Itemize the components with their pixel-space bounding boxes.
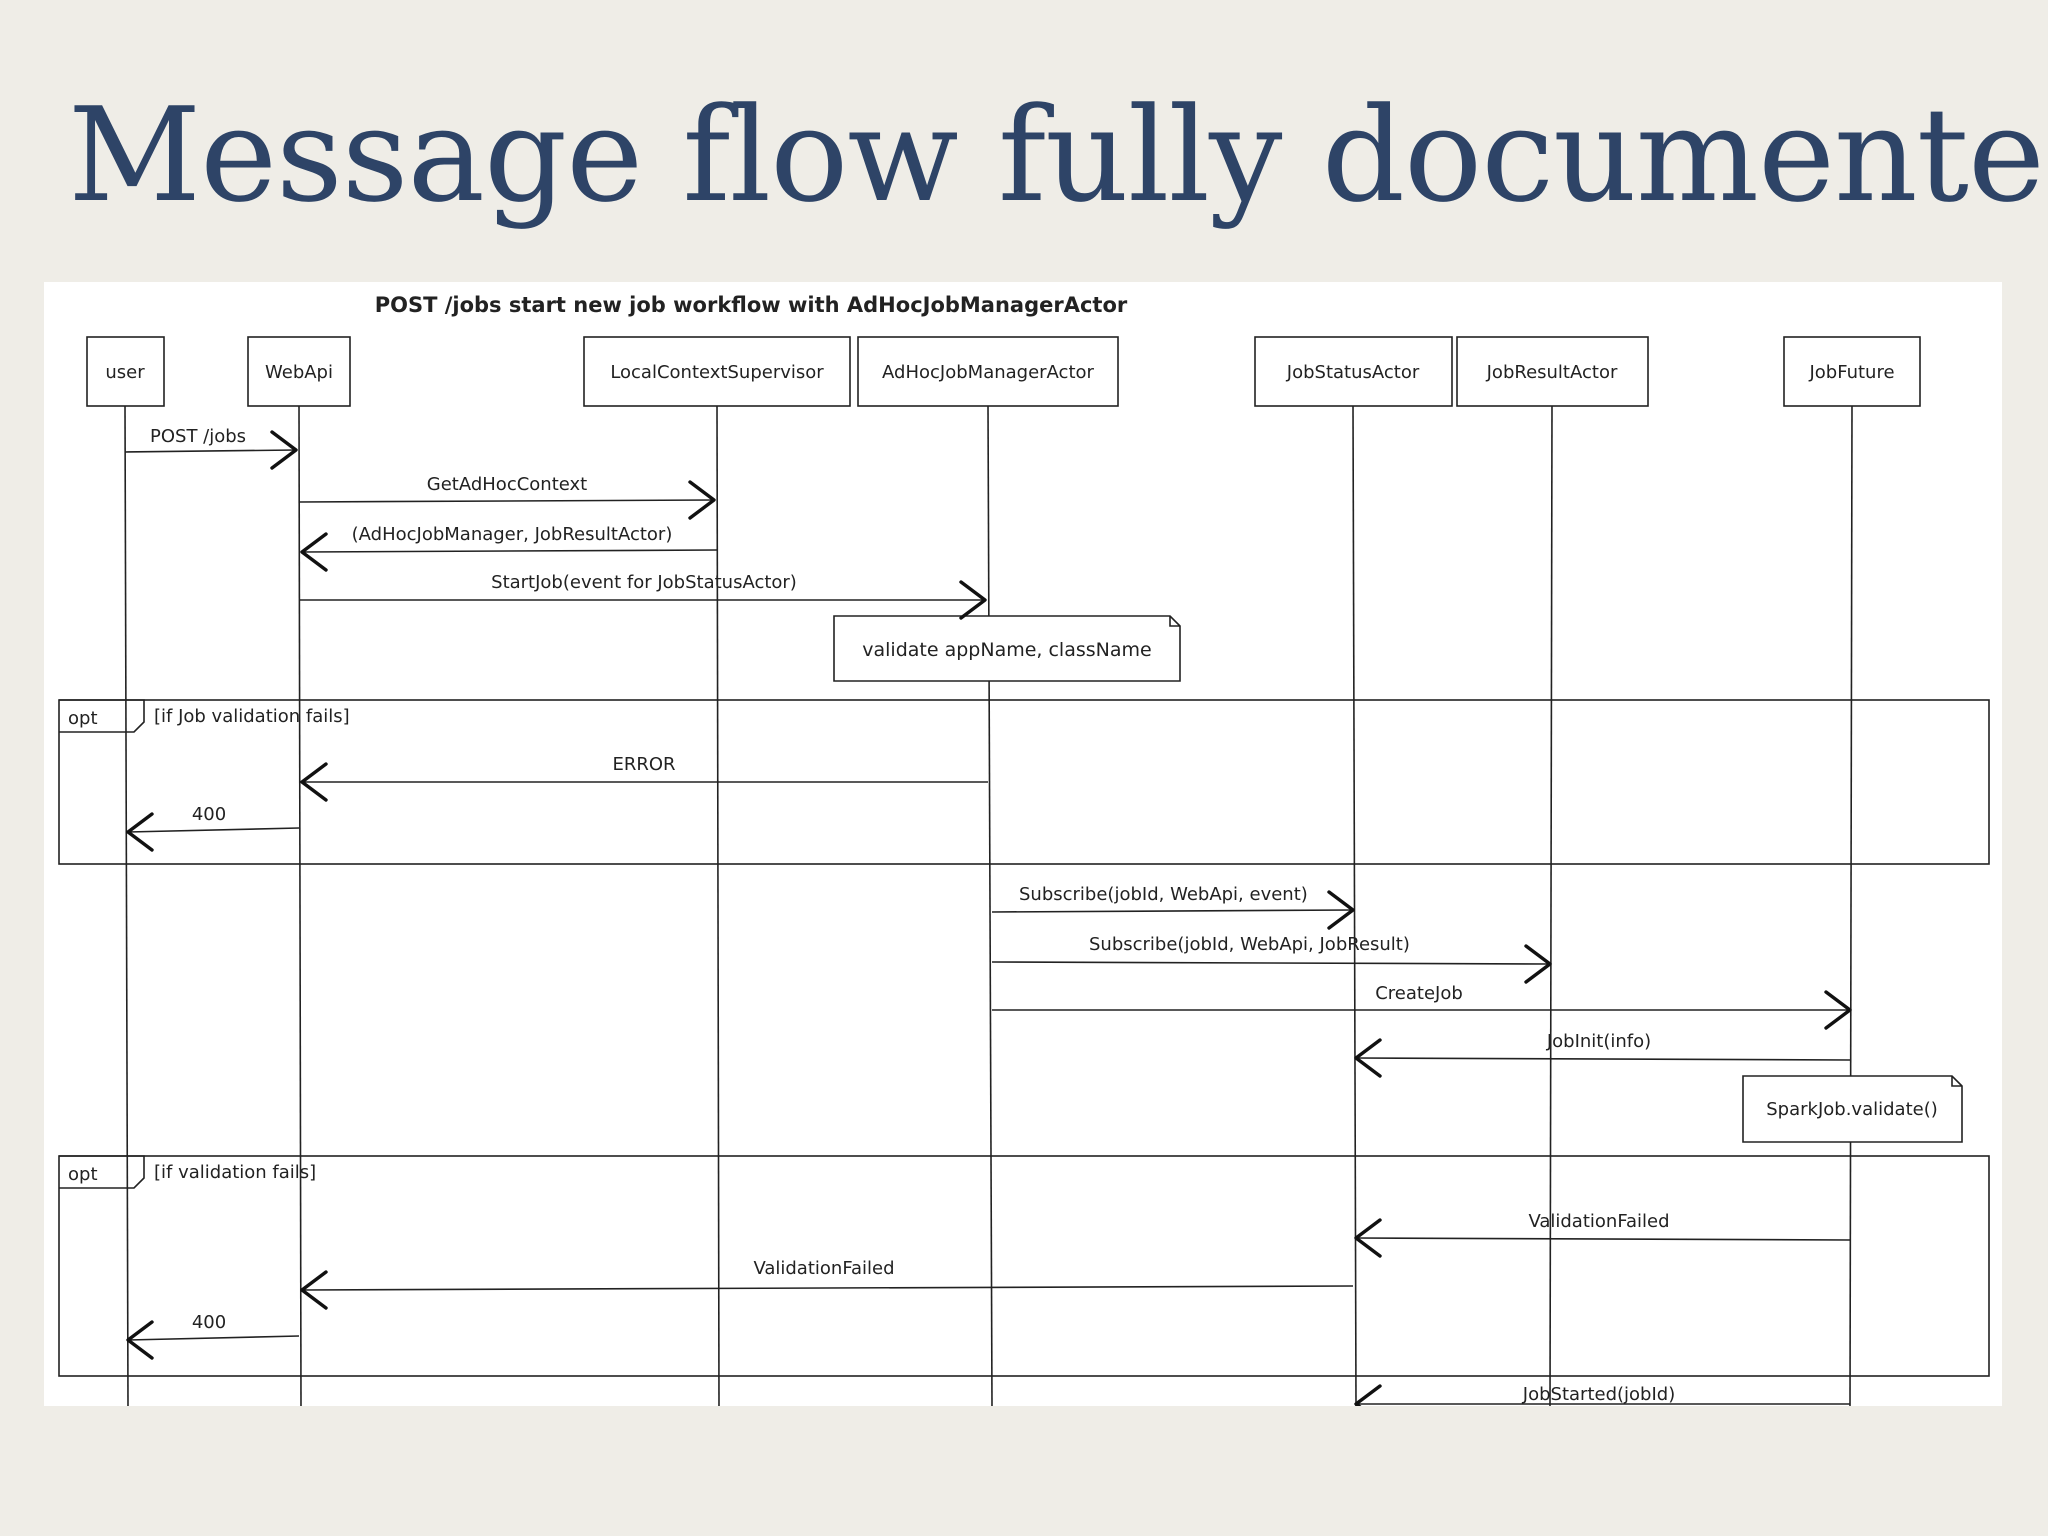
message-adhoc-result-reply: (AdHocJobManager, JobResultActor) xyxy=(300,524,718,572)
participant-jobfuture: JobFuture xyxy=(1783,336,1921,407)
message-subscribe-jobresult: Subscribe(jobId, WebApi, JobResult) xyxy=(991,934,1552,984)
message-createjob: CreateJob xyxy=(992,983,1852,1030)
message-label: Subscribe(jobId, WebApi, JobResult) xyxy=(1089,934,1410,955)
message-label: StartJob(event for JobStatusActor) xyxy=(491,572,797,593)
message-subscribe-event: Subscribe(jobId, WebApi, event) xyxy=(991,884,1355,930)
participant-adhocjobmanageractor: AdHocJobManagerActor xyxy=(857,336,1119,407)
note-validate: validate appName, className xyxy=(833,615,1181,682)
fragment-tag: opt xyxy=(68,708,98,729)
message-validationfailed-webapi: ValidationFailed xyxy=(300,1258,1354,1310)
participant-label: LocalContextSupervisor xyxy=(610,362,824,383)
message-validationfailed-status: ValidationFailed xyxy=(1354,1211,1851,1258)
message-label: 400 xyxy=(192,804,226,825)
message-label: (AdHocJobManager, JobResultActor) xyxy=(352,524,673,545)
participant-label: JobFuture xyxy=(1808,362,1894,383)
diagram-title: POST /jobs start new job workflow with A… xyxy=(375,293,1128,317)
participant-jobstatusactor: JobStatusActor xyxy=(1254,336,1453,407)
message-label: CreateJob xyxy=(1375,983,1463,1004)
message-label: ValidationFailed xyxy=(1528,1211,1669,1232)
message-label: POST /jobs xyxy=(150,426,246,447)
note-text: SparkJob.validate() xyxy=(1766,1099,1938,1120)
lifeline-webapi xyxy=(298,405,302,1406)
participant-label: JobResultActor xyxy=(1486,362,1618,383)
lifelines xyxy=(124,405,1853,1406)
message-label: JobInit(info) xyxy=(1546,1031,1651,1052)
lifeline-localcontextsupervisor xyxy=(716,405,720,1406)
message-400-first: 400 xyxy=(126,804,300,852)
lifeline-adhocjobmanageractor xyxy=(987,405,993,1406)
participant-user: user xyxy=(86,336,165,407)
message-label: GetAdHocContext xyxy=(427,474,587,495)
message-startjob: StartJob(event for JobStatusActor) xyxy=(299,572,987,620)
opt-fragment-1: opt [if Job validation fails] xyxy=(58,699,1990,865)
lifeline-jobresultactor xyxy=(1549,405,1553,1406)
participant-localcontextsupervisor: LocalContextSupervisor xyxy=(583,336,851,407)
message-jobstarted: JobStarted(jobId) xyxy=(1354,1384,1850,1406)
participant-label: AdHocJobManagerActor xyxy=(882,362,1094,383)
participant-jobresultactor: JobResultActor xyxy=(1456,336,1649,407)
message-label: Subscribe(jobId, WebApi, event) xyxy=(1019,884,1308,905)
participant-webapi: WebApi xyxy=(247,336,351,407)
fragment-tag: opt xyxy=(68,1164,98,1185)
fragment-guard: [if Job validation fails] xyxy=(154,706,350,727)
slide-title: Message flow fully documented xyxy=(68,79,2048,231)
note-text: validate appName, className xyxy=(862,639,1151,661)
message-jobinit: JobInit(info) xyxy=(1354,1031,1851,1078)
message-label: JobStarted(jobId) xyxy=(1522,1384,1675,1405)
message-label: ERROR xyxy=(612,754,675,775)
lifeline-user xyxy=(124,405,129,1406)
note-sparkjob-validate: SparkJob.validate() xyxy=(1742,1075,1963,1143)
lifeline-jobstatusactor xyxy=(1352,405,1357,1406)
message-error: ERROR xyxy=(300,754,988,802)
message-post-jobs: POST /jobs xyxy=(124,426,298,470)
sequence-diagram: POST /jobs start new job workflow with A… xyxy=(44,282,2002,1406)
fragment-guard: [if validation fails] xyxy=(154,1162,316,1183)
participant-label: user xyxy=(105,362,145,383)
participant-label: WebApi xyxy=(265,362,333,383)
opt-fragment-2: opt [if validation fails] xyxy=(58,1155,1990,1377)
lifeline-jobfuture xyxy=(1849,405,1853,1406)
message-label: 400 xyxy=(192,1312,226,1333)
participant-label: JobStatusActor xyxy=(1286,362,1420,383)
message-getadhoccontext: GetAdHocContext xyxy=(298,474,716,520)
sequence-diagram-canvas: POST /jobs start new job workflow with A… xyxy=(58,293,1990,1406)
message-label: ValidationFailed xyxy=(753,1258,894,1279)
message-400-second: 400 xyxy=(126,1312,300,1360)
